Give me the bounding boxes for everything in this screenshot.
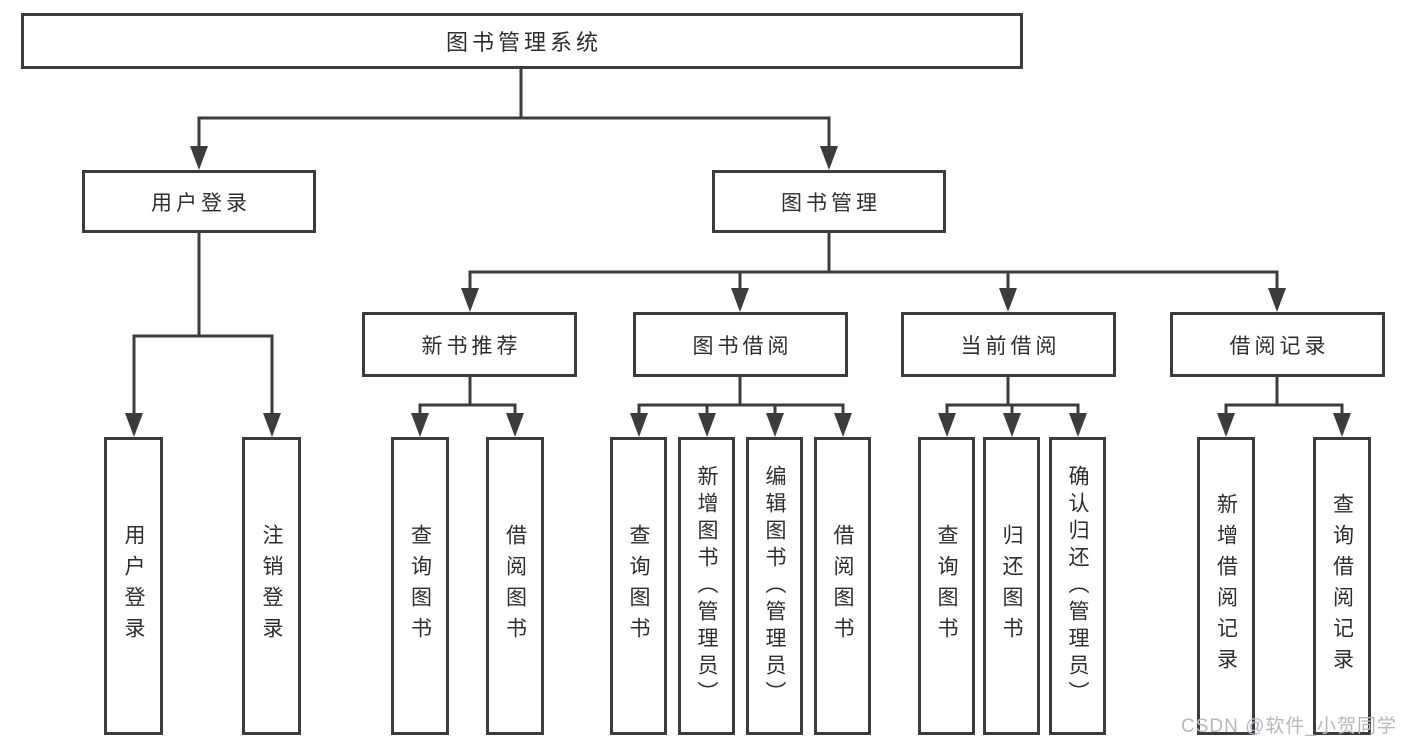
leaf-query-borrow-record-label: 查询借阅记录 (1330, 493, 1354, 679)
leaf-borrow-book-borrowing: 借阅图书 (814, 437, 871, 735)
leaf-user-login: 用户登录 (104, 437, 163, 735)
node-root: 图书管理系统 (21, 13, 1023, 69)
leaf-query-book-borrowing-label: 查询图书 (627, 524, 650, 648)
leaf-user-login-label: 用户登录 (122, 524, 145, 648)
node-new-book-recommend-label: 新书推荐 (421, 334, 522, 358)
leaf-query-borrow-record: 查询借阅记录 (1313, 437, 1371, 735)
node-current-borrowing: 当前借阅 (901, 312, 1116, 377)
node-book-borrowing-label: 图书借阅 (692, 334, 793, 358)
leaf-borrow-book-borrowing-label: 借阅图书 (831, 524, 854, 648)
leaf-add-book-admin-label: 新增图书（管理员） (695, 464, 718, 708)
node-user-login: 用户登录 (82, 170, 316, 233)
leaf-confirm-return-admin-label: 确认归还（管理员） (1066, 464, 1089, 708)
leaf-query-book-current: 查询图书 (918, 437, 975, 735)
tree-edges (132, 67, 1344, 417)
node-book-management: 图书管理 (712, 170, 946, 233)
leaf-edit-book-admin: 编辑图书（管理员） (746, 437, 803, 735)
node-current-borrowing-label: 当前借阅 (960, 334, 1061, 358)
leaf-logout: 注销登录 (242, 437, 301, 735)
leaf-logout-label: 注销登录 (260, 524, 283, 648)
leaf-add-borrow-record-label: 新增借阅记录 (1214, 493, 1238, 679)
leaf-confirm-return-admin: 确认归还（管理员） (1049, 437, 1106, 735)
leaf-add-borrow-record: 新增借阅记录 (1197, 437, 1255, 735)
node-root-label: 图书管理系统 (445, 30, 602, 55)
node-borrow-records-label: 借阅记录 (1229, 334, 1330, 358)
leaf-borrow-book-recommend: 借阅图书 (486, 437, 544, 735)
leaf-query-book-recommend: 查询图书 (391, 437, 449, 735)
leaf-add-book-admin: 新增图书（管理员） (678, 437, 735, 735)
leaf-query-book-current-label: 查询图书 (935, 524, 958, 648)
leaf-return-book: 归还图书 (983, 437, 1040, 735)
leaf-query-book-borrowing: 查询图书 (610, 437, 667, 735)
leaf-borrow-book-recommend-label: 借阅图书 (503, 524, 527, 648)
leaf-edit-book-admin-label: 编辑图书（管理员） (763, 464, 786, 708)
leaf-return-book-label: 归还图书 (1000, 524, 1023, 648)
node-book-management-label: 图书管理 (781, 191, 881, 215)
node-book-borrowing: 图书借阅 (633, 312, 848, 377)
node-new-book-recommend: 新书推荐 (362, 312, 577, 377)
node-borrow-records: 借阅记录 (1170, 312, 1385, 377)
csdn-watermark: CSDN @软件_小贺同学 (1181, 716, 1397, 737)
leaf-query-book-recommend-label: 查询图书 (408, 524, 432, 648)
arrowheads (125, 146, 1351, 437)
node-user-login-label: 用户登录 (151, 191, 251, 215)
